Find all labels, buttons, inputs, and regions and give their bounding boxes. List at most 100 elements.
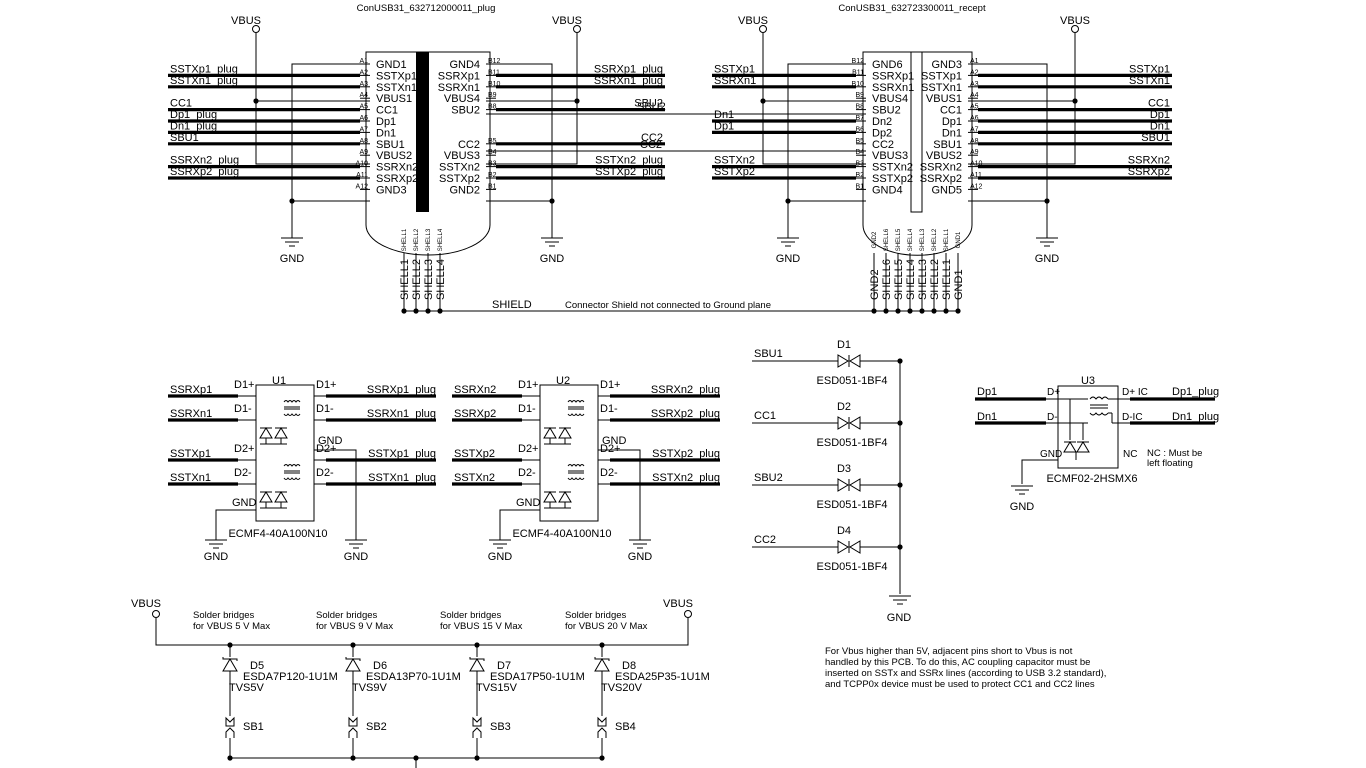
note-line: handled by this PCB. To do this, AC coup… [825,657,1090,668]
pin-number: A1 [359,58,368,65]
pin-name: SSTXp2 [872,173,913,185]
shell-pin-small: SHELL2 [414,228,420,251]
pin-number: B5 [488,138,497,145]
choke-icon [567,413,585,416]
filter-pin: D2- [518,467,536,479]
choke-icon [283,400,301,403]
shell-pin-label: SHELL4 [905,259,917,300]
tvs-voltage: TVS5V [229,682,265,694]
filter-part: ECMF4-40A100N10 [228,528,327,540]
net-label: Dn1_plug [170,120,217,132]
solder-bridge-icon [225,727,235,738]
pin-name: VBUS1 [376,93,412,105]
pin-name: SSRXn2 [920,162,962,174]
gnd-label: GND [344,551,369,563]
net-label: SSTXn2_plug [595,155,663,167]
recept-tongue [910,51,923,213]
pin-number: A6 [970,115,979,122]
junction-dot [474,755,480,761]
shell-pin-small: GND1 [956,231,962,248]
filter-u3: U3 Dp1 Dn1 D+ D- D+ IC D-IC Dp1_plug Dn1… [975,375,1219,513]
pin-number: B2 [488,172,497,179]
junction-dot [871,308,877,314]
pin-number: A8 [970,138,979,145]
u3-pin-gnd: GND [1040,449,1062,460]
filter-pin: GND [232,497,257,509]
pin-name: VBUS4 [872,93,908,105]
shell-pin-small: SHELL1 [944,228,950,251]
esd-net-label: CC1 [754,410,776,422]
pin-name: SBU2 [451,105,480,117]
vbus-terminal [152,610,160,618]
junction-dot [895,308,901,314]
pin-number: B1 [488,183,497,190]
filter-in-net: SSTXn2 [454,472,495,484]
pin-number: A5 [970,104,979,111]
vbus-terminal [252,25,260,33]
vbus-label: VBUS [552,15,582,27]
net-label: Dp1 [714,120,734,132]
u3-pin-dm: D- [1047,412,1058,423]
junction-dot [401,308,407,314]
tvs-voltage: TVS15V [476,682,518,694]
tvs-voltage: TVS9V [352,682,388,694]
shell-pin-label: SHELL1 [941,259,953,300]
pin-number: A3 [970,81,979,88]
filter-pin: D1+ [518,379,539,391]
net-label: SSRXn1 [714,75,756,87]
net-label: SBU2 [634,98,663,110]
net-label: SSTXn1_plug [170,75,238,87]
pin-name: Dp1 [376,116,396,128]
tvs-ref: D5 [250,660,264,672]
pin-number: B9 [488,92,497,99]
solder-bridge-icon [348,716,358,727]
pin-name: SBU2 [872,105,901,117]
pin-number: A7 [359,126,368,133]
junction-dot [931,308,937,314]
filter-pin: GND [602,435,627,447]
pin-name: SBU1 [933,139,962,151]
pin-number: A1 [970,58,979,65]
net-label: SBU1 [1141,132,1170,144]
pin-number: B11 [852,69,864,76]
junction-dot [437,308,443,314]
pin-number: A8 [359,138,368,145]
u3-part: ECMF02-2HSMX6 [1046,473,1137,485]
shell-pin-label: GND1 [953,269,965,300]
filter-out-net: SSTXn2_plug [652,472,720,484]
esd-net-label: CC2 [754,534,776,546]
pin-number: A2 [359,69,368,76]
u3-note: NC : Must be [1147,448,1202,459]
filter-pin: D2+ [316,443,337,455]
pin-name: GND2 [449,184,480,196]
note-line: and TCPP0x device must be used to protec… [825,679,1095,690]
ground-icon [777,237,799,247]
tvs-diode-icon [594,658,610,672]
pin-number: B4 [488,149,497,156]
recept-pin-group: GND6B12SSRXp1B11SSTXp1SSRXn1B10SSRXn1VBU… [712,58,1172,196]
filter-pin: D2- [600,467,618,479]
diode-icon [259,427,273,439]
vbus-terminal [684,610,692,618]
net-label: SSRXp2 [1128,166,1170,178]
filter-out-net: SSRXn2_plug [651,384,720,396]
filter-pin: D2+ [518,443,539,455]
net-label-cc2: CC2 [640,139,662,151]
pin-name: SSRXp2 [920,173,962,185]
shell-pin-label: SHELL4 [435,259,447,300]
pin-name: SSRXp2 [376,173,418,185]
filter-in-net: SSRXn1 [170,408,212,420]
net-label: CC1 [1148,98,1170,110]
filter-pin: D1+ [234,379,255,391]
filter-in-net: SSTXn1 [170,472,211,484]
pin-number: A11 [970,172,982,179]
u3-in-net: Dn1 [977,411,997,423]
junction-dot [227,755,233,761]
junction-dot [599,755,605,761]
tvs-ref: D7 [497,660,511,672]
pin-name: SBU1 [376,139,405,151]
u3-pin-dpic: D+ IC [1122,387,1148,398]
net-label: SSRXn2 [1128,155,1170,167]
